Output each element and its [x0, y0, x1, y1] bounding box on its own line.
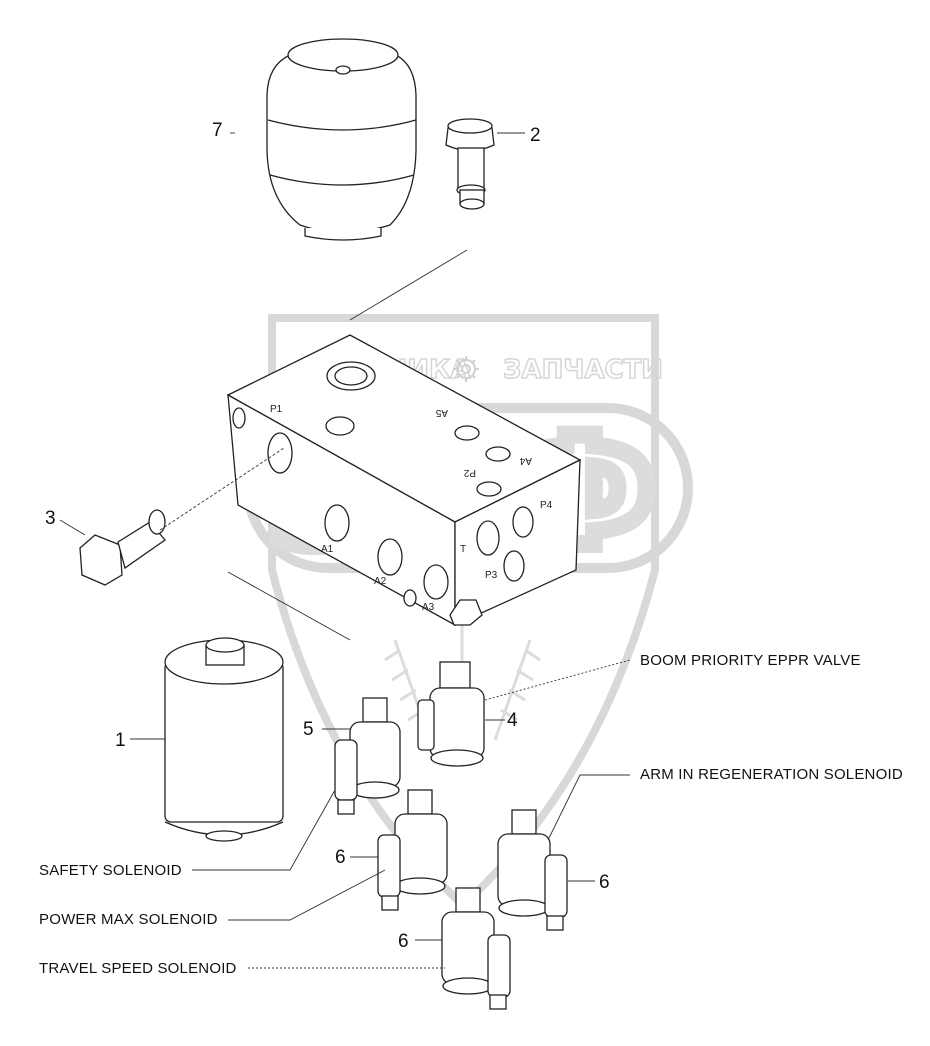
port-p1: P1	[270, 404, 283, 415]
label-power-max-solenoid: POWER MAX SOLENOID	[39, 911, 218, 928]
callout-3: 3	[45, 508, 56, 529]
port-a4: A4	[519, 455, 532, 466]
plug-part-2	[445, 118, 495, 210]
watermark-brand-right: ЗАПЧАСТИ	[503, 355, 663, 385]
port-p3: P3	[485, 570, 498, 581]
label-boom-priority-eppr-valve: BOOM PRIORITY EPPR VALVE	[640, 652, 861, 669]
callout-6b: 6	[599, 872, 610, 893]
solenoid-part-6a	[377, 789, 448, 911]
callout-4: 4	[507, 710, 518, 731]
port-a2: A2	[374, 576, 387, 587]
solenoid-part-4	[417, 661, 485, 767]
leader-lines	[59, 132, 631, 969]
callout-5: 5	[303, 719, 314, 740]
filter-part-1	[164, 637, 284, 842]
label-safety-solenoid: SAFETY SOLENOID	[39, 862, 182, 879]
callout-1: 1	[115, 730, 126, 751]
port-a1: A1	[321, 544, 334, 555]
valve-block	[226, 334, 582, 627]
port-p2: P2	[463, 467, 476, 478]
port-a3: A3	[422, 602, 435, 613]
label-arm-in-regeneration-solenoid: ARM IN REGENERATION SOLENOID	[640, 766, 903, 783]
port-labels: P1 A5 A4 P2 P4 T A1 A2 A3 P3	[270, 404, 553, 613]
label-travel-speed-solenoid: TRAVEL SPEED SOLENOID	[39, 960, 237, 977]
accumulator-part-7	[266, 38, 417, 241]
plug-part-3	[79, 509, 166, 586]
callout-7: 7	[212, 120, 223, 141]
solenoid-part-5	[334, 697, 401, 815]
port-p4: P4	[540, 500, 553, 511]
solenoid-part-6c	[441, 887, 511, 1010]
port-a5: A5	[435, 407, 448, 418]
gear-icon	[453, 356, 479, 382]
callout-6a: 6	[335, 847, 346, 868]
solenoid-part-6b	[497, 809, 568, 931]
port-t: T	[460, 544, 466, 555]
callout-6c: 6	[398, 931, 409, 952]
callout-2: 2	[530, 125, 541, 146]
